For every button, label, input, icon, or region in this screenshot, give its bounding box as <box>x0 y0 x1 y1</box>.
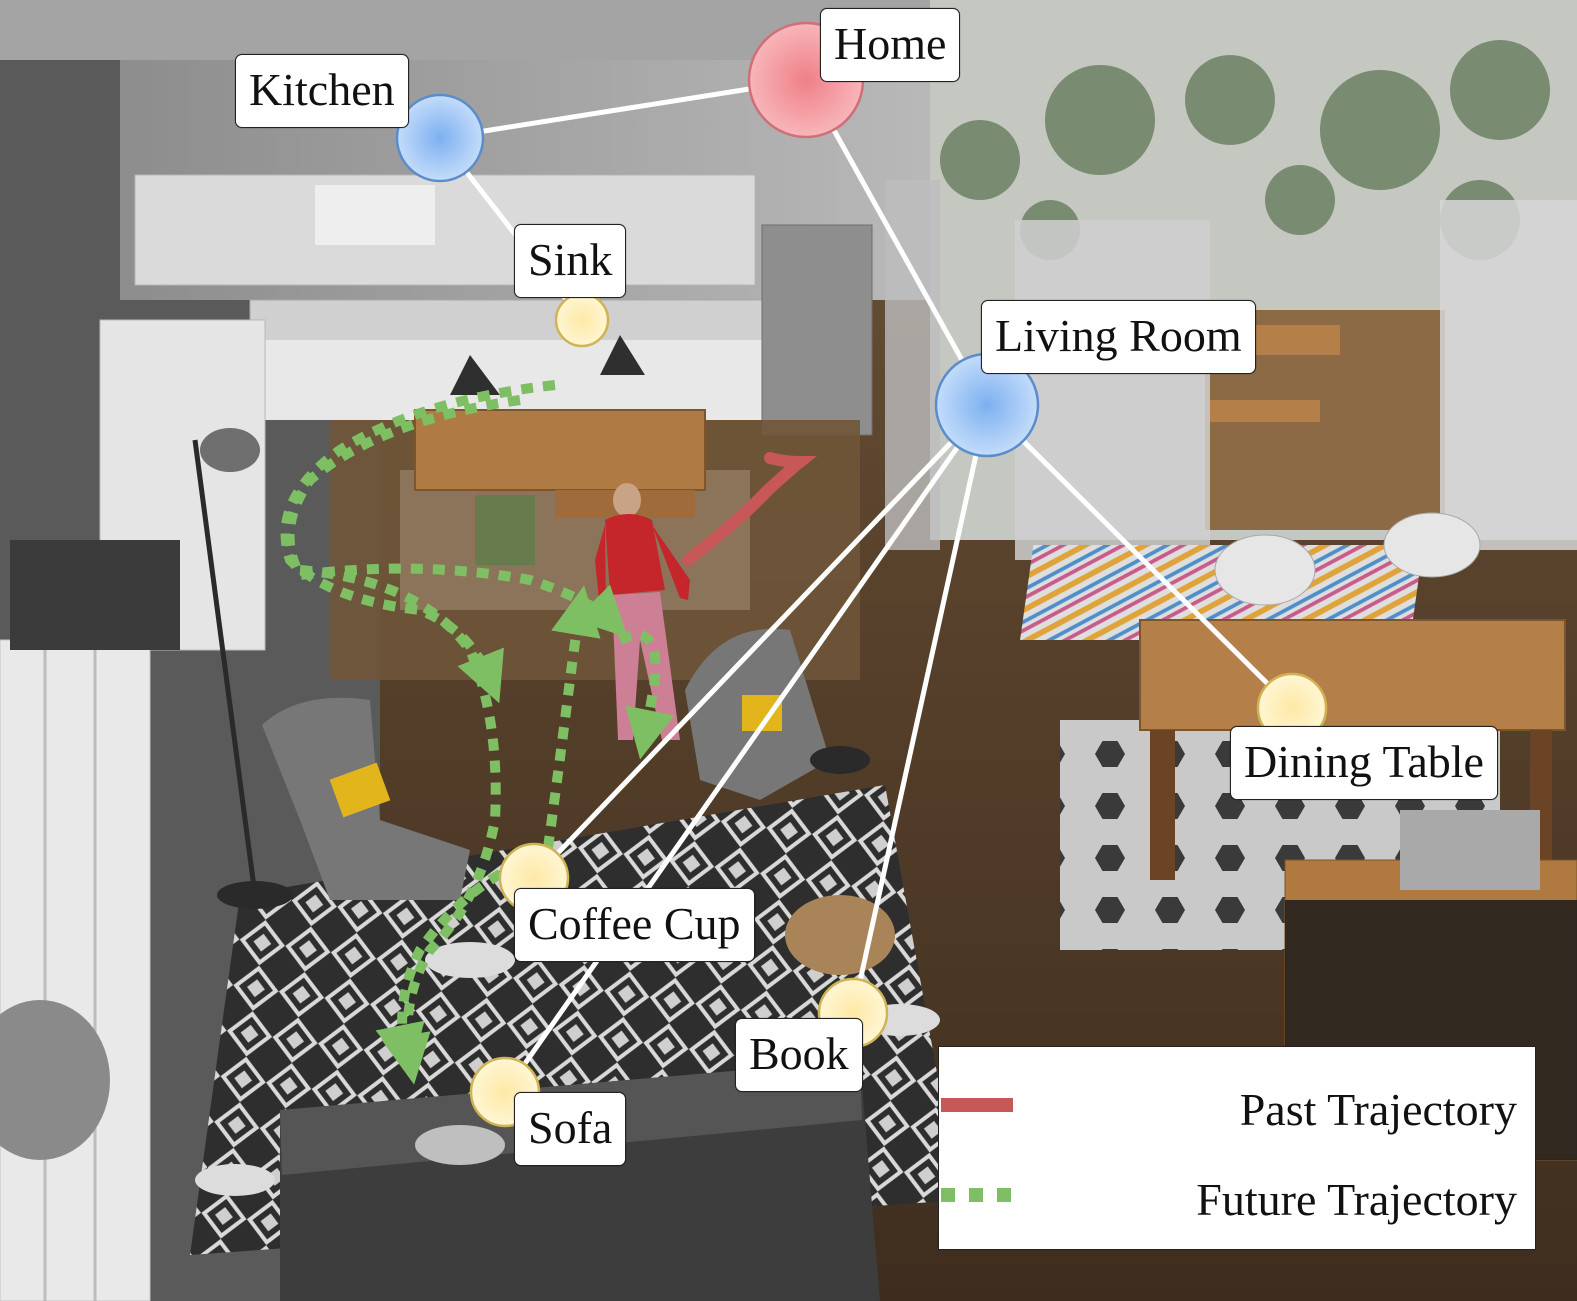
legend-future-label: Future Trajectory <box>1196 1174 1517 1225</box>
node-kitchen <box>395 93 485 183</box>
edge-living_room-sofa <box>502 403 990 1094</box>
node-label-book: Book <box>735 1018 863 1092</box>
edge-home-kitchen <box>439 77 807 141</box>
node-label-dining-table: Dining Table <box>1230 726 1498 800</box>
future-trajectory-path <box>284 395 628 638</box>
future-trajectory-path <box>280 380 556 704</box>
edge-living_room-book <box>850 404 990 1014</box>
node-label-living-room: Living Room <box>981 300 1256 374</box>
node-label-kitchen: Kitchen <box>235 54 409 128</box>
edge-home-living_room <box>803 78 990 407</box>
node-label-home: Home <box>820 8 961 82</box>
edge-living_room-dining_table <box>985 403 1294 710</box>
node-label-sink: Sink <box>514 224 627 298</box>
legend-past-label: Past Trajectory <box>1239 1084 1517 1135</box>
legend-future: Future Trajectory <box>939 1165 1535 1225</box>
past-trajectory-path <box>682 452 818 566</box>
future-trajectory-path <box>617 630 675 760</box>
edge-living_room-coffee_cup <box>532 403 989 880</box>
future-trajectory-swatch <box>941 1188 1013 1202</box>
future-trajectory-path <box>299 565 501 1085</box>
legend-past: Past Trajectory <box>939 1075 1535 1135</box>
future-trajectory-path <box>375 850 542 1075</box>
node-sink <box>554 292 610 348</box>
past-trajectory-swatch <box>941 1098 1013 1112</box>
future-trajectory-path <box>540 585 601 871</box>
node-label-sofa: Sofa <box>514 1092 627 1166</box>
legend: Past Trajectory Future Trajectory <box>938 1046 1536 1250</box>
person-icon <box>595 483 690 740</box>
node-label-coffee-cup: Coffee Cup <box>514 888 755 962</box>
